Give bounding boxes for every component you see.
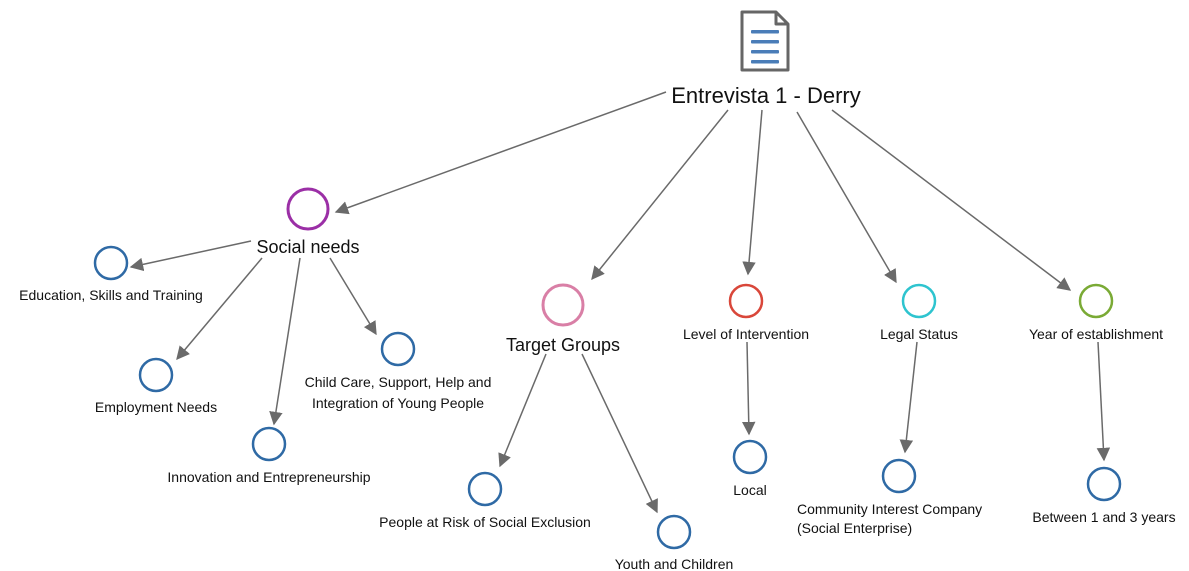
category-label: Social needs: [256, 237, 359, 257]
code-node-child-care[interactable]: Child Care, Support, Help and Integratio…: [305, 331, 492, 411]
code-node-education[interactable]: Education, Skills and Training: [19, 245, 203, 303]
category-label: Level of Intervention: [683, 326, 809, 342]
category-label: Target Groups: [506, 335, 620, 355]
code-label: Employment Needs: [95, 399, 217, 415]
category-circle: [541, 283, 585, 327]
code-circle: [881, 458, 917, 494]
code-node-local[interactable]: Local: [732, 439, 768, 498]
edge-root-to-target-groups: [591, 109, 729, 281]
edge-root-to-legal-status: [796, 111, 897, 284]
code-label-line-1: Child Care, Support, Help and: [305, 374, 492, 390]
category-label: Year of establishment: [1029, 326, 1163, 342]
edge-legal-status-to-cic: [899, 341, 918, 454]
category-node-social-needs[interactable]: Social needs: [256, 187, 360, 257]
edge-root-to-social-needs: [334, 91, 667, 215]
root-label: Entrevista 1 - Derry: [671, 83, 861, 108]
code-label-line-2: Integration of Young People: [312, 395, 484, 411]
code-label: Between 1 and 3 years: [1032, 509, 1175, 525]
code-node-cic[interactable]: Community Interest Company (Social Enter…: [797, 458, 982, 536]
category-node-level-of-intervention[interactable]: Level of Intervention: [683, 283, 809, 342]
code-node-risk-exclusion[interactable]: People at Risk of Social Exclusion: [379, 471, 591, 530]
category-circle: [286, 187, 330, 231]
edge-target-groups-to-risk-exclusion: [498, 353, 547, 468]
category-node-legal-status[interactable]: Legal Status: [880, 283, 958, 342]
code-label: People at Risk of Social Exclusion: [379, 514, 591, 530]
code-circle: [1086, 466, 1122, 502]
code-node-employment[interactable]: Employment Needs: [95, 357, 217, 415]
code-label: Education, Skills and Training: [19, 287, 203, 303]
code-label: Youth and Children: [615, 556, 734, 571]
edge-social-needs-to-employment: [176, 257, 263, 361]
category-label: Legal Status: [880, 326, 958, 342]
edge-level-to-local: [741, 341, 756, 436]
code-circle: [467, 471, 503, 507]
category-circle: [1078, 283, 1114, 319]
code-circle: [380, 331, 416, 367]
edge-root-to-level-of-intervention: [742, 109, 763, 276]
category-circle: [901, 283, 937, 319]
code-node-innovation[interactable]: Innovation and Entrepreneurship: [167, 426, 371, 485]
edge-social-needs-to-child-care: [329, 257, 377, 336]
code-circle: [251, 426, 287, 462]
edge-root-to-year-of-establishment: [831, 109, 1072, 291]
code-label: Local: [733, 482, 766, 498]
code-label: Innovation and Entrepreneurship: [167, 469, 370, 485]
edge-target-groups-to-youth: [581, 353, 658, 514]
code-circle: [656, 514, 692, 550]
code-node-youth[interactable]: Youth and Children: [615, 514, 734, 571]
edges: [129, 91, 1111, 514]
code-node-years[interactable]: Between 1 and 3 years: [1032, 466, 1176, 525]
edge-year-to-years: [1096, 341, 1111, 462]
edge-social-needs-to-innovation: [269, 257, 301, 426]
document-icon: [740, 10, 790, 72]
root-node[interactable]: Entrevista 1 - Derry: [671, 10, 861, 108]
code-circle: [138, 357, 174, 393]
category-node-target-groups[interactable]: Target Groups: [506, 283, 620, 355]
code-circle: [93, 245, 129, 281]
code-circle: [732, 439, 768, 475]
category-circle: [728, 283, 764, 319]
edge-social-needs-to-education: [129, 240, 252, 272]
code-label-line-1: Community Interest Company: [797, 501, 982, 517]
code-label-line-2: (Social Enterprise): [797, 520, 912, 536]
category-node-year-of-establishment[interactable]: Year of establishment: [1029, 283, 1163, 342]
